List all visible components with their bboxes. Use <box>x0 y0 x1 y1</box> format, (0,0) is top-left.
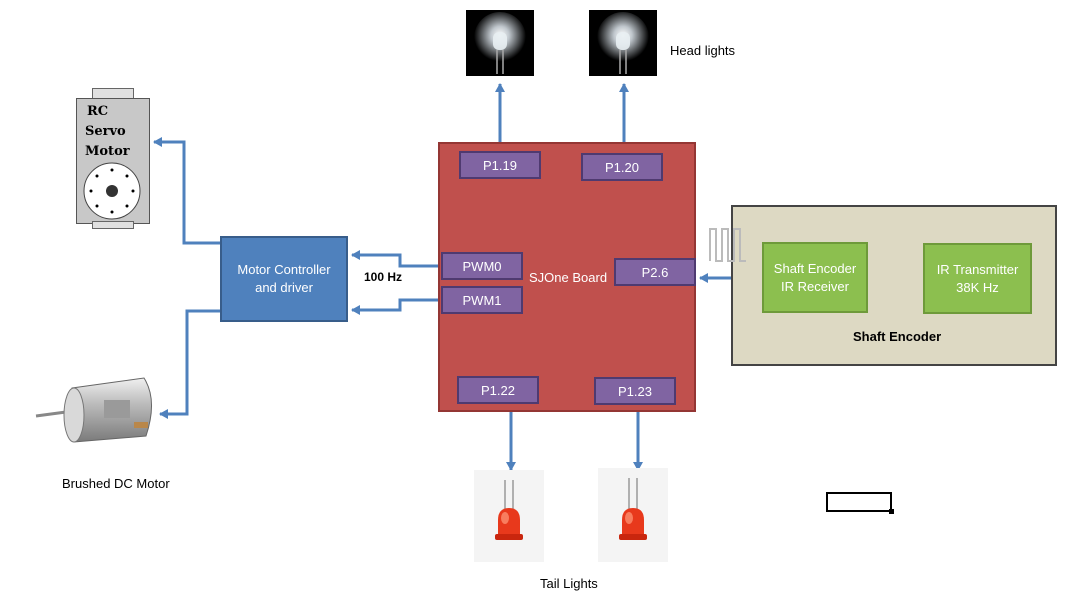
arrow-pwm1-to-controller <box>351 298 440 315</box>
white-led-icon <box>589 10 657 76</box>
pin-pwm1: PWM1 <box>441 286 523 314</box>
dc-motor-icon <box>35 377 152 443</box>
shaft-encoder-receiver-box: Shaft Encoder IR Receiver <box>762 242 868 313</box>
transmitter-line1: IR Transmitter <box>936 261 1019 277</box>
dc-motor-label: Brushed DC Motor <box>62 476 170 491</box>
servo-label-line3: Motor <box>85 144 130 159</box>
servo-motor-icon: RC Servo Motor <box>76 88 150 229</box>
arrow-controller-to-dc-motor <box>159 309 220 419</box>
tail-lights-label: Tail Lights <box>540 576 598 591</box>
red-led-icon <box>474 470 544 562</box>
arrow-pwm0-to-controller <box>351 250 440 268</box>
red-led-icon <box>598 468 668 562</box>
servo-label-line2: Servo <box>85 124 126 139</box>
receiver-line2: IR Receiver <box>781 278 849 294</box>
receiver-line1: Shaft Encoder <box>773 260 857 276</box>
pin-pwm0: PWM0 <box>441 252 523 280</box>
pin-p1-20: P1.20 <box>581 153 663 181</box>
servo-label-line1: RC <box>87 104 109 119</box>
shaft-encoder-title: Shaft Encoder <box>853 329 942 344</box>
motor-controller-box: Motor Controller and driver <box>220 236 348 322</box>
pwm-frequency-label: 100 Hz <box>364 270 403 284</box>
box-handle <box>889 509 894 514</box>
motor-controller-line1: Motor Controller <box>237 262 331 277</box>
pin-p2-6: P2.6 <box>614 258 696 286</box>
white-led-icon <box>466 10 534 76</box>
pin-p1-19: P1.19 <box>459 151 541 179</box>
pin-p1-23: P1.23 <box>594 377 676 405</box>
ir-transmitter-box: IR Transmitter 38K Hz <box>923 243 1032 314</box>
transmitter-line2: 38K Hz <box>956 279 999 295</box>
arrow-controller-to-servo <box>153 137 220 245</box>
motor-controller-line2: and driver <box>255 280 313 295</box>
board-label: SJOne Board <box>529 270 608 285</box>
square-wave-icon <box>709 228 746 262</box>
empty-box <box>826 492 892 512</box>
head-lights-label: Head lights <box>670 43 736 58</box>
pin-p1-22: P1.22 <box>457 376 539 404</box>
